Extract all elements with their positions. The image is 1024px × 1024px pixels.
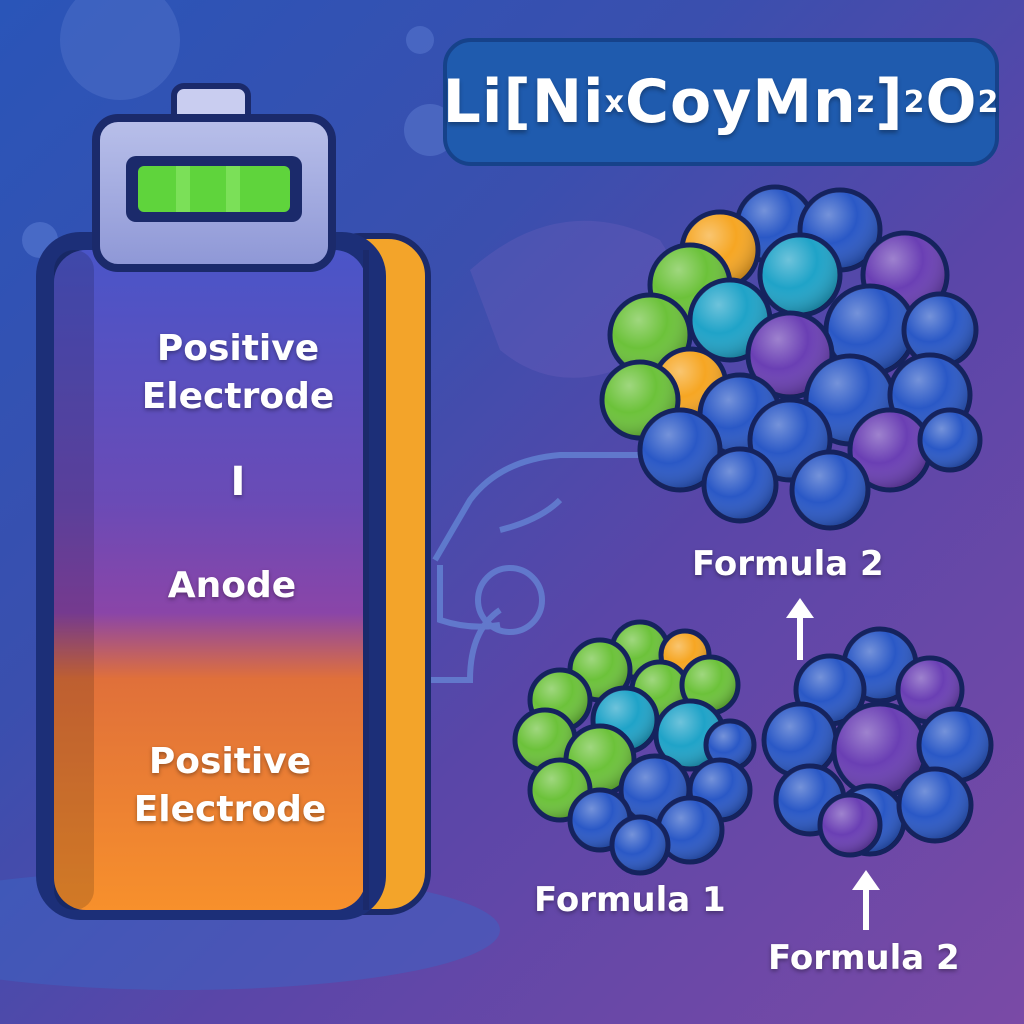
sphere-shading [706, 451, 774, 519]
sphere-shading [836, 706, 924, 794]
arrows [637, 598, 880, 930]
sphere-shading [708, 723, 752, 767]
sphere-shading [900, 660, 960, 720]
sphere-shading [750, 315, 830, 395]
sphere-shading [517, 712, 573, 768]
cluster-large [599, 184, 983, 531]
charge-indicator [138, 166, 290, 212]
sphere-shading [642, 412, 718, 488]
formula-label-top-right: Formula 2 [692, 544, 884, 584]
sphere-shading [614, 819, 666, 871]
sphere-shading [794, 454, 866, 526]
cluster-formula-2 [761, 626, 994, 858]
bottom-electrode-label: Positive Electrode [133, 741, 327, 830]
sphere-shading [906, 296, 974, 364]
sphere-shading [901, 771, 969, 839]
sphere-shading [822, 797, 878, 853]
formula-label-bottom-left: Formula 1 [534, 880, 726, 920]
sphere-shading [660, 800, 720, 860]
sphere-shading [852, 412, 928, 488]
sphere-shading [684, 659, 736, 711]
anode-label: Anode [167, 565, 297, 606]
sphere-shading [828, 288, 912, 372]
cluster-formula-1 [512, 619, 757, 876]
particle-clusters [512, 184, 994, 876]
top-electrode-label: Positive Electrode [141, 328, 335, 417]
sphere-shading [922, 412, 978, 468]
separator-mark: I [230, 459, 246, 505]
formula-label-bottom-right: Formula 2 [768, 938, 960, 978]
sphere-shading [762, 237, 838, 313]
sphere-shading [766, 706, 834, 774]
battery-cell [36, 83, 431, 920]
sphere-shading [921, 711, 989, 779]
